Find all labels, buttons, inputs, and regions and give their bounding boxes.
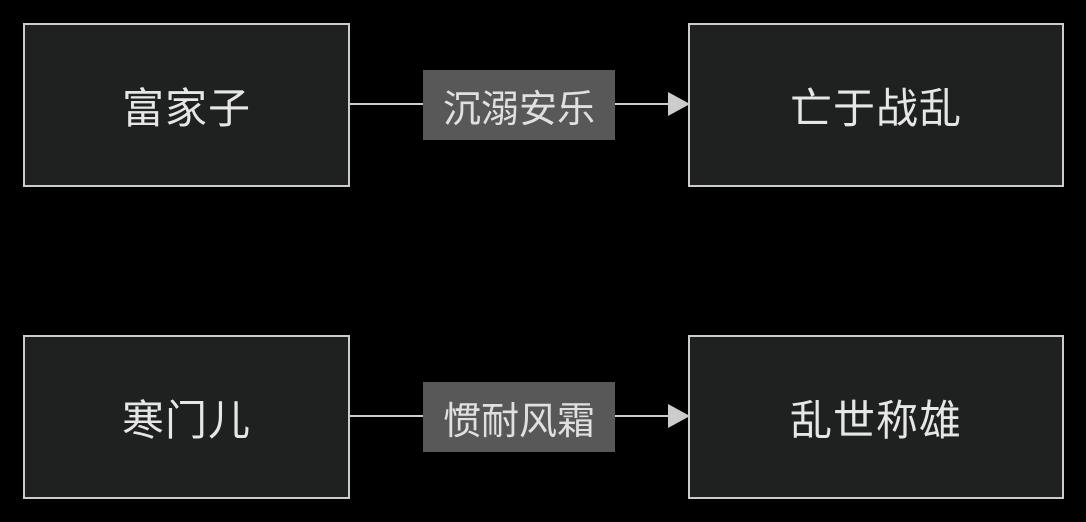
node-source-2-label: 寒门儿 — [121, 395, 251, 445]
edge-label-1: 沉溺安乐 — [423, 70, 615, 140]
node-source-1-label: 富家子 — [121, 83, 251, 133]
edge-label-2: 惯耐风霜 — [423, 382, 615, 452]
node-target-2-label: 乱世称雄 — [789, 395, 962, 445]
node-source-2: 寒门儿 — [23, 335, 350, 499]
node-target-1-label: 亡于战乱 — [789, 83, 962, 133]
arrowhead-1 — [668, 92, 690, 116]
edge-label-1-text: 沉溺安乐 — [442, 86, 595, 131]
node-source-1: 富家子 — [23, 23, 350, 187]
node-target-1: 亡于战乱 — [688, 23, 1064, 187]
edge-label-2-text: 惯耐风霜 — [442, 398, 595, 443]
arrowhead-2 — [668, 404, 690, 428]
node-target-2: 乱世称雄 — [688, 335, 1064, 499]
